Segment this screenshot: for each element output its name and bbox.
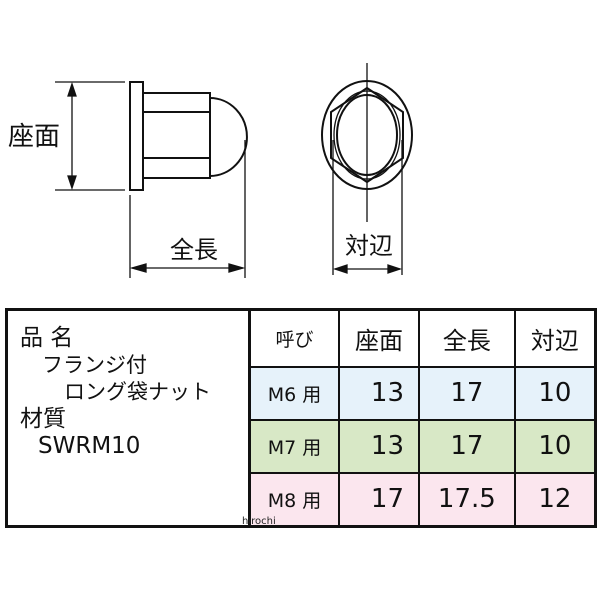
seat-cell: 17 xyxy=(338,471,420,528)
length-cell: 17.5 xyxy=(418,471,516,528)
cap-nut-drawing xyxy=(55,63,413,278)
table-row: M7 用 13 17 10 xyxy=(7,418,597,474)
length-cell: 17 xyxy=(418,366,516,421)
length-cell: 17 xyxy=(418,418,516,474)
header-size: 呼び xyxy=(248,308,341,368)
header-seat: 座面 xyxy=(338,308,420,368)
size-cell: M6 用 xyxy=(248,366,341,421)
front-view xyxy=(321,63,413,275)
watermark: hirochi xyxy=(242,516,276,527)
seat-cell: 13 xyxy=(338,366,420,421)
header-length: 全長 xyxy=(418,308,516,368)
spec-table: 品 名 フランジ付 ロング袋ナット 材質 SWRM10 呼び 座面 全長 対辺 … xyxy=(5,308,597,528)
flats-dimension-label: 対辺 xyxy=(345,232,393,260)
header-flats: 対辺 xyxy=(513,308,597,368)
size-cell: M7 用 xyxy=(248,418,341,474)
side-view xyxy=(55,81,248,278)
seat-dimension-label: 座面 xyxy=(8,122,61,152)
material-label: 材質 xyxy=(20,406,66,432)
table-row: M6 用 13 17 10 xyxy=(7,366,597,421)
flats-cell: 12 xyxy=(513,471,597,528)
length-dimension-label: 全長 xyxy=(170,236,218,264)
material-value: SWRM10 xyxy=(38,433,141,459)
table-row: M8 用 17 17.5 12 xyxy=(7,471,597,528)
flats-cell: 10 xyxy=(513,366,597,421)
size-cell: M8 用 xyxy=(248,471,341,528)
product-name-label: 品 名 xyxy=(20,325,74,351)
product-name-line1: フランジ付 xyxy=(42,353,147,377)
product-name-line2: ロング袋ナット xyxy=(64,380,211,404)
seat-cell: 13 xyxy=(338,418,420,474)
flats-cell: 10 xyxy=(513,418,597,474)
product-info: 品 名 フランジ付 ロング袋ナット 材質 SWRM10 xyxy=(5,308,251,528)
